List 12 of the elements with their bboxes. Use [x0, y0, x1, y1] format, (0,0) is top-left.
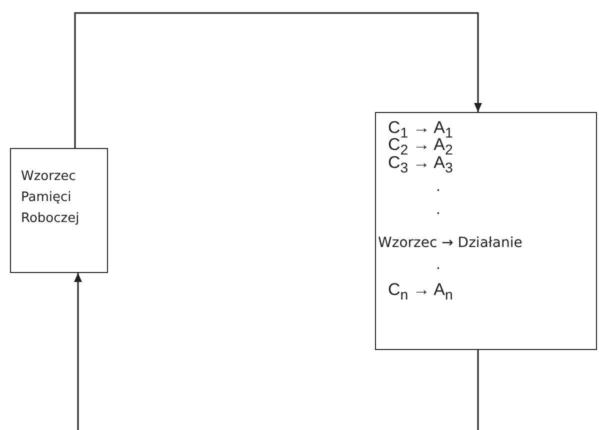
- process-box: [375, 112, 597, 350]
- ellipsis-dot: .: [436, 179, 440, 195]
- box-text: Wzorzec Pamięci Roboczej: [21, 168, 80, 228]
- arrow: [74, 273, 82, 430]
- box-text: C$_{n}$ → A$_{n}$: [388, 281, 453, 303]
- box-text: Wzorzec → Działanie: [378, 235, 522, 251]
- connector-line: [477, 350, 479, 430]
- process-box: [10, 148, 108, 273]
- box-text: C$_{3}$ → A$_{3}$: [388, 154, 453, 176]
- ellipsis-dot: .: [436, 202, 440, 218]
- ellipsis-dot: .: [436, 257, 440, 273]
- arrow: [74, 12, 482, 148]
